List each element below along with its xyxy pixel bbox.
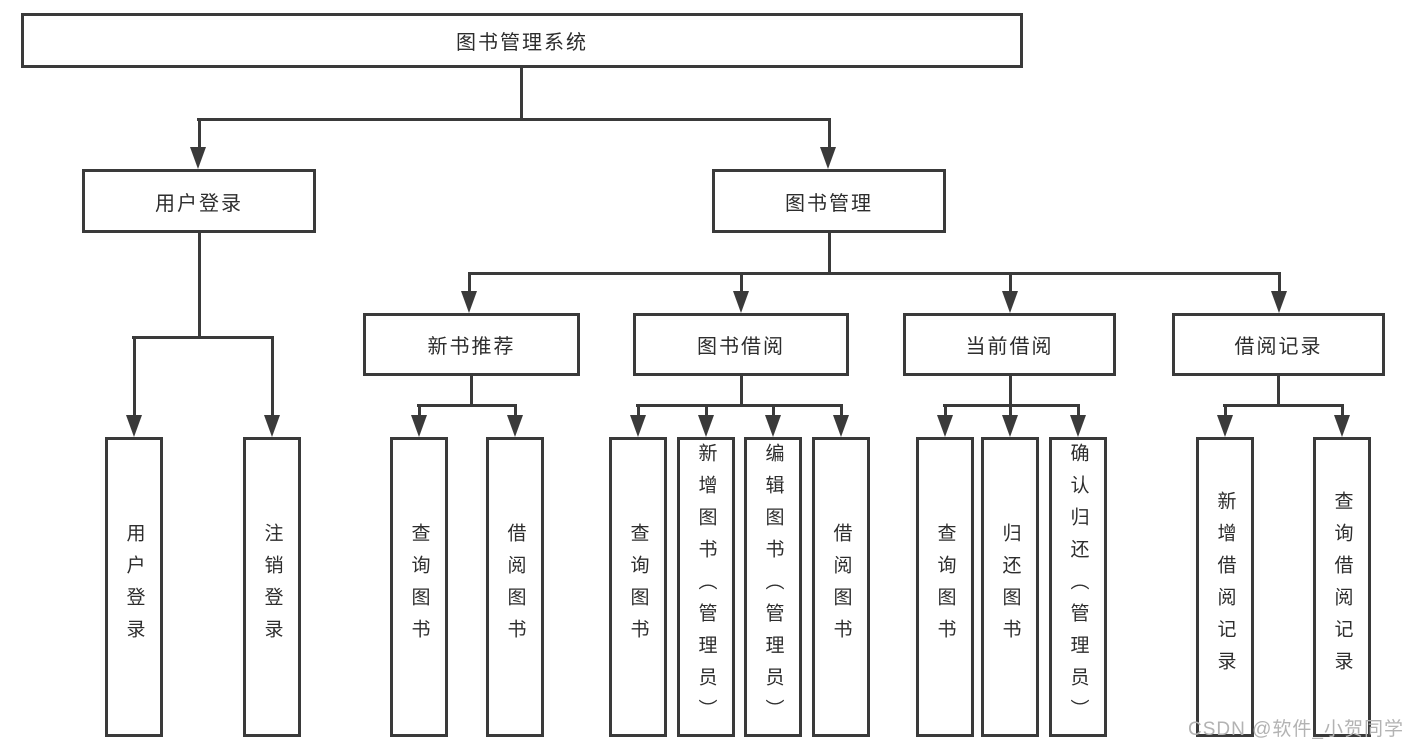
connector-line xyxy=(740,272,743,294)
connector-line xyxy=(1009,404,1012,418)
leaf-borrow-query-book-label: 查询图书 xyxy=(627,523,649,651)
leaf-add-book-admin-label: 新增图书（管理员） xyxy=(695,443,717,731)
node-new-book-recommend-label: 新书推荐 xyxy=(427,336,516,358)
connector-line xyxy=(514,404,517,418)
leaf-add-book-admin: 新增图书（管理员） xyxy=(677,437,735,737)
node-current-borrow: 当前借阅 xyxy=(903,313,1116,376)
arrowhead-down-icon xyxy=(937,415,953,437)
connector-line xyxy=(828,118,831,152)
arrowhead-down-icon xyxy=(1002,415,1018,437)
connector-line xyxy=(636,404,843,407)
connector-line xyxy=(198,231,201,339)
leaf-borrow-query-book: 查询图书 xyxy=(609,437,667,737)
connector-line xyxy=(1341,404,1344,418)
arrowhead-down-icon xyxy=(1271,291,1287,313)
node-borrow-record-label: 借阅记录 xyxy=(1234,336,1323,358)
leaf-recommend-borrow-book: 借阅图书 xyxy=(486,437,544,737)
arrowhead-down-icon xyxy=(1002,291,1018,313)
arrowhead-down-icon xyxy=(190,147,206,169)
connector-line xyxy=(468,272,1281,275)
leaf-add-borrow-record: 新增借阅记录 xyxy=(1196,437,1254,737)
connector-line xyxy=(198,118,201,152)
connector-line xyxy=(132,336,274,339)
arrowhead-down-icon xyxy=(733,291,749,313)
connector-line xyxy=(1224,404,1227,418)
connector-line xyxy=(828,231,831,275)
arrowhead-down-icon xyxy=(833,415,849,437)
leaf-edit-book-admin-label: 编辑图书（管理员） xyxy=(762,443,784,731)
connector-line xyxy=(470,375,473,407)
node-book-borrow-label: 图书借阅 xyxy=(697,336,785,358)
connector-line xyxy=(772,404,775,418)
node-user-login: 用户登录 xyxy=(82,169,316,233)
leaf-query-borrow-record-label: 查询借阅记录 xyxy=(1331,491,1353,683)
leaf-query-borrow-record: 查询借阅记录 xyxy=(1313,437,1371,737)
connector-line xyxy=(840,404,843,418)
arrowhead-down-icon xyxy=(461,291,477,313)
leaf-confirm-return-admin: 确认归还（管理员） xyxy=(1049,437,1107,737)
arrowhead-down-icon xyxy=(765,415,781,437)
node-borrow-record: 借阅记录 xyxy=(1172,313,1385,376)
connector-line xyxy=(944,404,947,418)
node-new-book-recommend: 新书推荐 xyxy=(363,313,580,376)
node-book-borrow: 图书借阅 xyxy=(633,313,849,376)
node-root-label: 图书管理系统 xyxy=(456,32,588,54)
connector-line xyxy=(1009,272,1012,294)
connector-line xyxy=(417,404,517,407)
leaf-user-login: 用户登录 xyxy=(105,437,163,737)
arrowhead-down-icon xyxy=(411,415,427,437)
connector-line xyxy=(271,336,274,418)
leaf-confirm-return-admin-label: 确认归还（管理员） xyxy=(1067,443,1089,731)
arrowhead-down-icon xyxy=(630,415,646,437)
leaf-user-login-label: 用户登录 xyxy=(123,523,145,651)
arrowhead-down-icon xyxy=(1070,415,1086,437)
connector-line xyxy=(1223,404,1343,407)
arrowhead-down-icon xyxy=(698,415,714,437)
connector-line xyxy=(705,404,708,418)
leaf-return-book: 归还图书 xyxy=(981,437,1039,737)
connector-line xyxy=(1077,404,1080,418)
arrowhead-down-icon xyxy=(507,415,523,437)
watermark: CSDN @软件_小贺同学 xyxy=(1188,719,1404,740)
arrowhead-down-icon xyxy=(126,415,142,437)
leaf-recommend-borrow-book-label: 借阅图书 xyxy=(504,523,526,651)
connector-line xyxy=(1278,272,1281,294)
leaf-borrow-book-label: 借阅图书 xyxy=(830,523,852,651)
node-book-management: 图书管理 xyxy=(712,169,946,233)
leaf-recommend-query-book-label: 查询图书 xyxy=(408,523,430,651)
leaf-borrow-book: 借阅图书 xyxy=(812,437,870,737)
connector-line xyxy=(1277,375,1280,407)
connector-line xyxy=(133,336,136,418)
arrowhead-down-icon xyxy=(1217,415,1233,437)
leaf-logout: 注销登录 xyxy=(243,437,301,737)
connector-line xyxy=(637,404,640,418)
node-root: 图书管理系统 xyxy=(21,13,1023,68)
leaf-current-query-book-label: 查询图书 xyxy=(934,523,956,651)
arrowhead-down-icon xyxy=(1334,415,1350,437)
node-book-management-label: 图书管理 xyxy=(785,192,873,215)
leaf-logout-label: 注销登录 xyxy=(261,523,283,651)
leaf-edit-book-admin: 编辑图书（管理员） xyxy=(744,437,802,737)
node-user-login-label: 用户登录 xyxy=(155,192,243,215)
arrowhead-down-icon xyxy=(264,415,280,437)
leaf-return-book-label: 归还图书 xyxy=(999,523,1021,651)
connector-line xyxy=(468,272,471,294)
connector-line xyxy=(740,375,743,407)
leaf-recommend-query-book: 查询图书 xyxy=(390,437,448,737)
leaf-current-query-book: 查询图书 xyxy=(916,437,974,737)
connector-line xyxy=(1009,375,1012,407)
arrowhead-down-icon xyxy=(820,147,836,169)
connector-line xyxy=(418,404,421,418)
connector-line xyxy=(520,66,523,121)
leaf-add-borrow-record-label: 新增借阅记录 xyxy=(1214,491,1236,683)
connector-line xyxy=(197,118,831,121)
node-current-borrow-label: 当前借阅 xyxy=(965,336,1054,358)
